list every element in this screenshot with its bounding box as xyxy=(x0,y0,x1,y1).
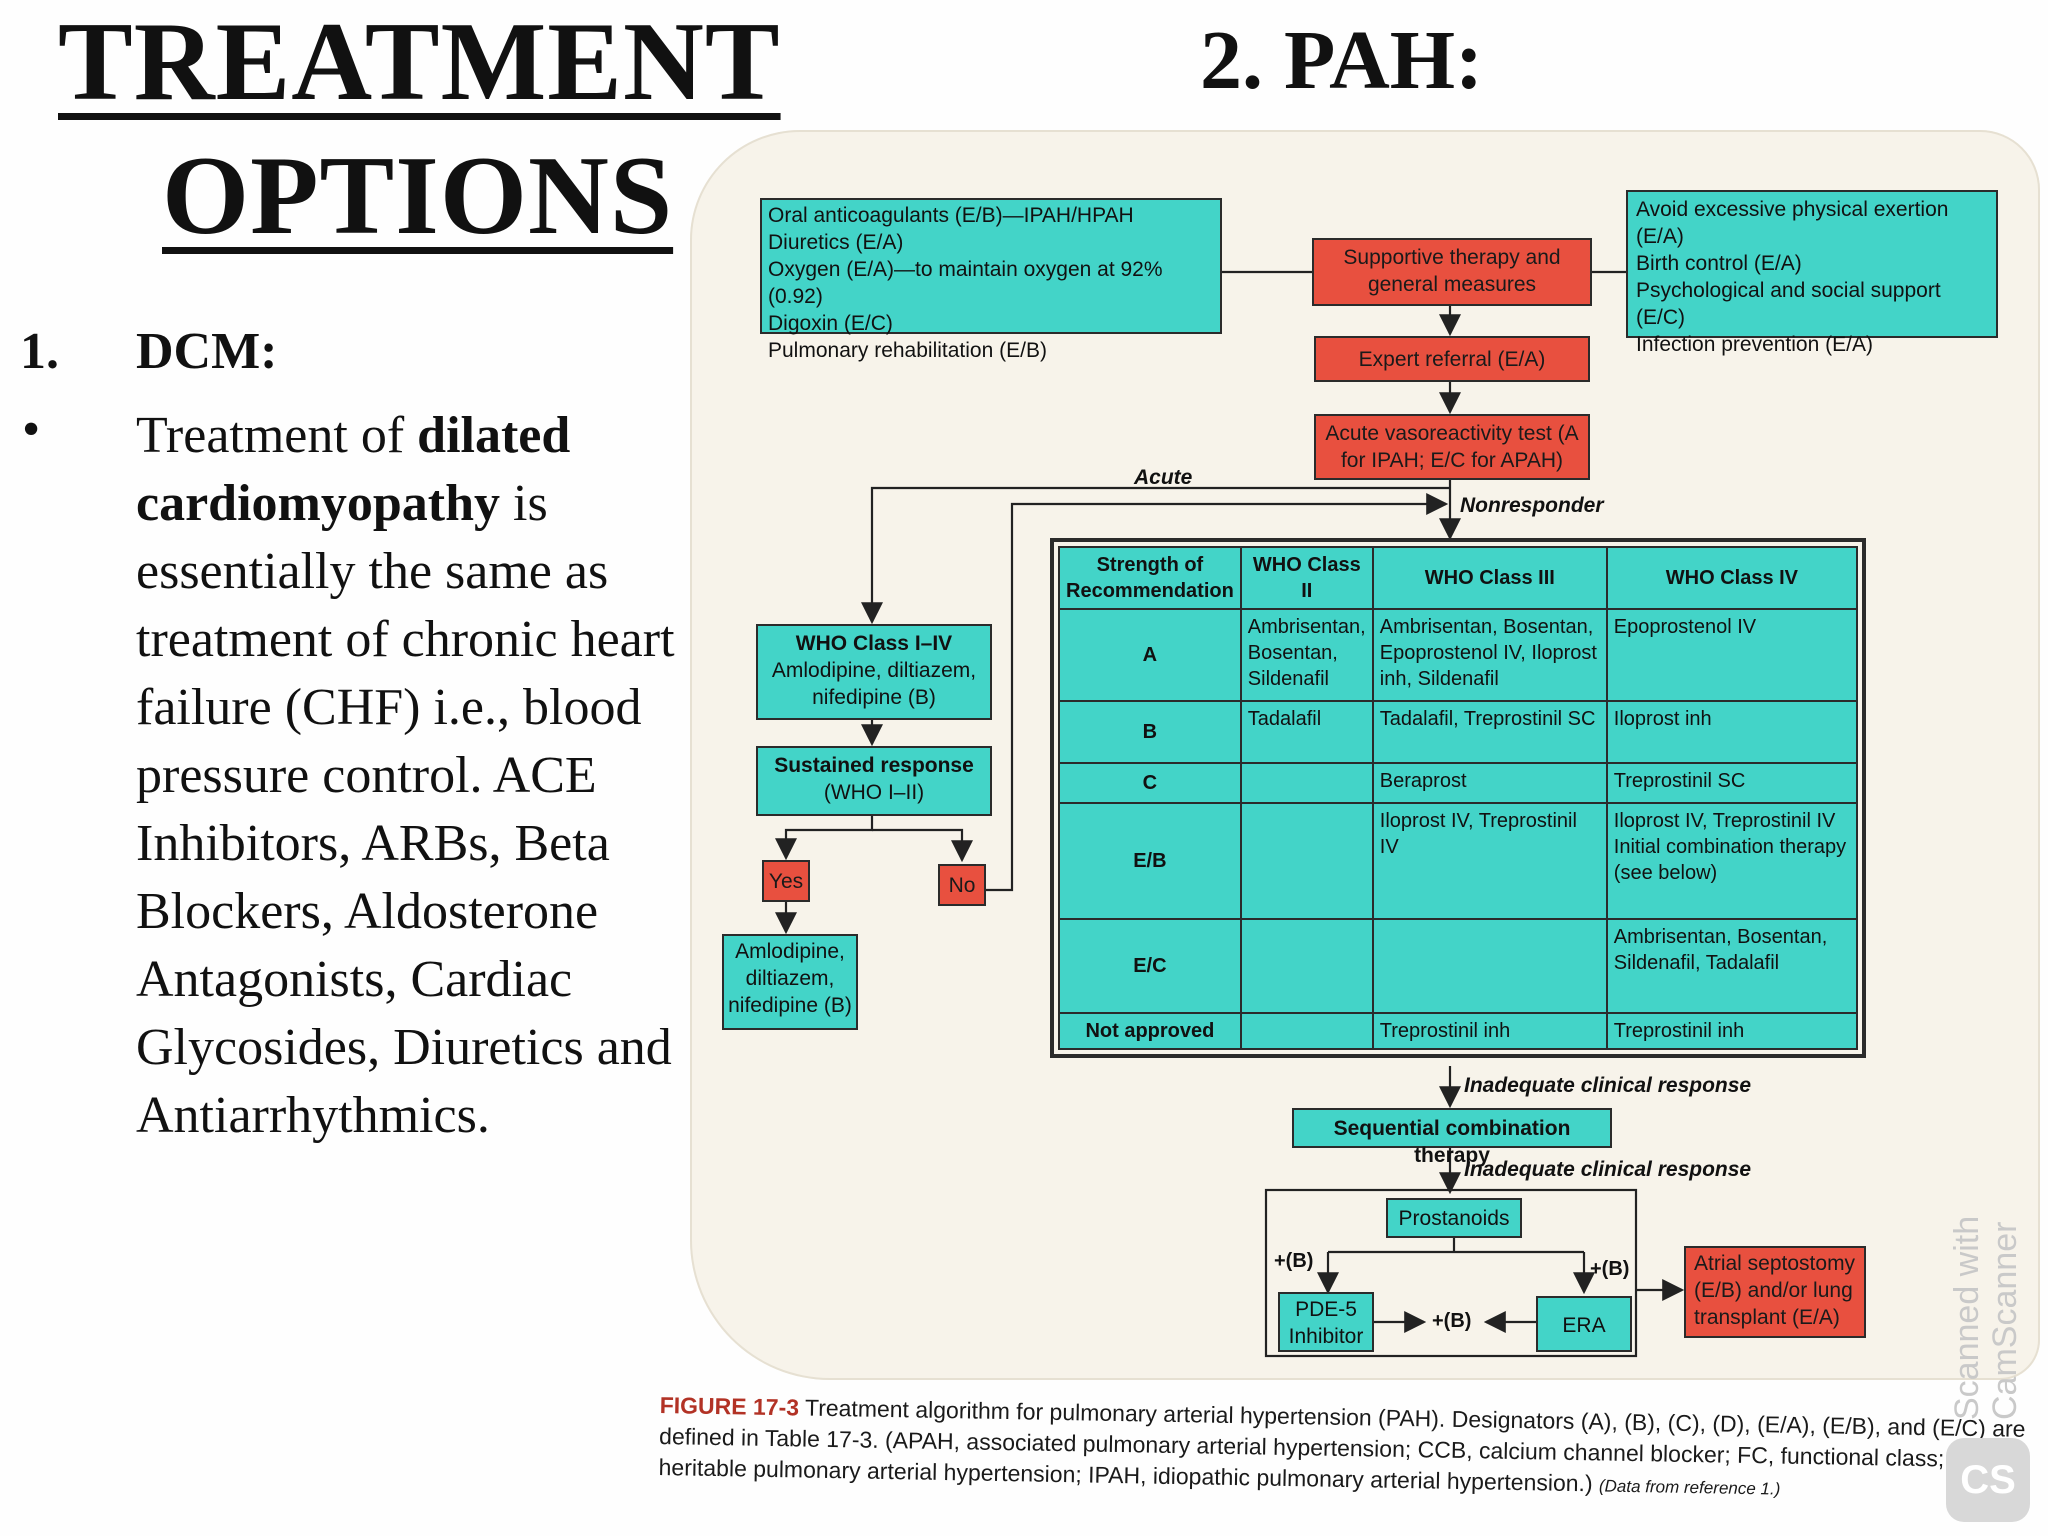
lifestyle-measures-box: Avoid excessive physical exertion (E/A) … xyxy=(1626,190,1998,356)
table-cell: Treprostinil SC xyxy=(1605,762,1859,804)
ccb-box-body: Amlodipine, diltiazem, nifedipine (B) xyxy=(771,659,977,709)
measure-item: Psychological and social support (E/C) xyxy=(1636,279,1941,329)
table-cell: Ambrisentan, Bosentan, Sildenafil xyxy=(1239,608,1374,702)
camscanner-watermark: Scanned with CamScanner xyxy=(1948,1215,2024,1420)
rec-cell: B xyxy=(1058,700,1242,764)
table-row: C Beraprost Treprostinil SC xyxy=(1058,762,1859,804)
plus-b-left: +(B) xyxy=(1274,1250,1314,1272)
table-cell xyxy=(1239,1012,1374,1050)
dcm-heading: DCM: xyxy=(136,323,278,380)
measure-item: Birth control (E/A) xyxy=(1636,252,1802,275)
expert-referral-box: Expert referral (E/A) xyxy=(1314,336,1590,382)
table-row: B Tadalafil Tadalafil, Treprostinil SC I… xyxy=(1058,700,1859,764)
dcm-number: 1. xyxy=(20,323,59,380)
plus-b-center: +(B) xyxy=(1432,1310,1472,1332)
table-cell: Treprostinil inh xyxy=(1371,1012,1608,1050)
inadequate-response-label-2: Inadequate clinical response xyxy=(1464,1158,1752,1181)
table-cell: Ambrisentan, Bosentan, Epoprostenol IV, … xyxy=(1371,608,1608,702)
table-cell: Ambrisentan, Bosentan, Sildenafil, Tadal… xyxy=(1605,918,1859,1014)
table-cell: Tadalafil, Treprostinil SC xyxy=(1371,700,1608,764)
camscanner-logo-icon: CS xyxy=(1946,1438,2030,1522)
table-cell: Iloprost inh xyxy=(1605,700,1859,764)
atrial-septostomy-box: Atrial septostomy (E/B) and/or lung tran… xyxy=(1684,1246,1866,1338)
no-box: No xyxy=(938,864,986,906)
table-row: A Ambrisentan, Bosentan, Sildenafil Ambr… xyxy=(1058,608,1859,702)
yes-box: Yes xyxy=(762,860,810,902)
table-row: E/B Iloprost IV, Treprostinil IV Ilopros… xyxy=(1058,802,1859,920)
sustained-title: Sustained response xyxy=(774,754,974,777)
ccb-who-class-box: WHO Class I–IV Amlodipine, diltiazem, ni… xyxy=(756,624,992,720)
measure-item: Oxygen (E/A)—to maintain oxygen at 92% (… xyxy=(768,258,1163,308)
supportive-therapy-box: Supportive therapy and general measures xyxy=(1312,238,1592,306)
title-line-2: OPTIONS xyxy=(162,134,674,258)
general-measures-box: Oral anticoagulants (E/B)—IPAH/HPAH Diur… xyxy=(760,198,1222,362)
rec-cell: E/B xyxy=(1058,802,1242,920)
table-cell xyxy=(1239,762,1374,804)
table-cell: Beraprost xyxy=(1371,762,1608,804)
sustained-response-box: Sustained response (WHO I–II) xyxy=(756,746,992,816)
table-cell xyxy=(1239,918,1374,1014)
rec-cell: C xyxy=(1058,762,1242,804)
header-who-iv: WHO Class IV xyxy=(1605,546,1859,610)
figure-number: FIGURE 17-3 xyxy=(659,1391,800,1421)
plus-b-right: +(B) xyxy=(1590,1258,1630,1280)
bullet: • xyxy=(22,401,41,458)
prostanoids-box: Prostanoids xyxy=(1386,1198,1522,1238)
header-who-iii: WHO Class III xyxy=(1371,546,1608,610)
acute-label: Acute xyxy=(1134,466,1193,489)
era-box: ERA xyxy=(1536,1296,1632,1352)
header-who-ii: WHO Class II xyxy=(1239,546,1374,610)
table-cell: Tadalafil xyxy=(1239,700,1374,764)
pah-heading: 2. PAH: xyxy=(1200,14,1484,107)
ccb-box-title: WHO Class I–IV xyxy=(795,632,953,655)
measure-item: Digoxin (E/C) xyxy=(768,312,893,335)
table-cell: Iloprost IV, Treprostinil IV Initial com… xyxy=(1605,802,1859,920)
table-cell: Iloprost IV, Treprostinil IV xyxy=(1371,802,1608,920)
rec-cell: A xyxy=(1058,608,1242,702)
caption-source: (Data from reference 1.) xyxy=(1598,1476,1781,1499)
table-row: Not approved Treprostinil inh Treprostin… xyxy=(1058,1012,1859,1050)
rec-cell: E/C xyxy=(1058,918,1242,1014)
inadequate-response-label-1: Inadequate clinical response xyxy=(1464,1074,1752,1097)
nonresponder-label: Nonresponder xyxy=(1460,494,1604,517)
measure-item: Avoid excessive physical exertion (E/A) xyxy=(1636,198,1949,248)
table-cell xyxy=(1239,802,1374,920)
title-line-1: TREATMENT xyxy=(58,0,781,124)
measure-item: Infection prevention (E/A) xyxy=(1636,333,1873,356)
table-row: E/C Ambrisentan, Bosentan, Sildenafil, T… xyxy=(1058,918,1859,1014)
ccb-continue-box: Amlodipine, diltiazem, nifedipine (B) xyxy=(722,934,858,1030)
pde5-inhibitor-box: PDE-5 Inhibitor xyxy=(1278,1292,1374,1352)
table-cell xyxy=(1371,918,1608,1014)
measure-item: Diuretics (E/A) xyxy=(768,231,904,254)
sustained-body: (WHO I–II) xyxy=(823,781,925,804)
table-cell: Epoprostenol IV xyxy=(1605,608,1859,702)
rec-cell: Not approved xyxy=(1058,1012,1242,1050)
sequential-combination-box: Sequential combination therapy xyxy=(1292,1108,1612,1167)
dcm-bold-term: dilated cardiomyopathy xyxy=(136,407,571,532)
vasoreactivity-test-box: Acute vasoreactivity test (A for IPAH; E… xyxy=(1314,414,1590,480)
dcm-paragraph: Treatment of dilated cardiomyopathy is e… xyxy=(136,407,675,1144)
header-strength: Strength of Recommendation xyxy=(1058,546,1242,610)
table-header-row: Strength of Recommendation WHO Class II … xyxy=(1058,546,1859,610)
measure-item: Pulmonary rehabilitation (E/B) xyxy=(768,339,1047,362)
table-cell: Treprostinil inh xyxy=(1605,1012,1859,1050)
measure-item: Oral anticoagulants (E/B)—IPAH/HPAH xyxy=(768,204,1134,227)
who-recommendation-table: Strength of Recommendation WHO Class II … xyxy=(1050,538,1866,1058)
